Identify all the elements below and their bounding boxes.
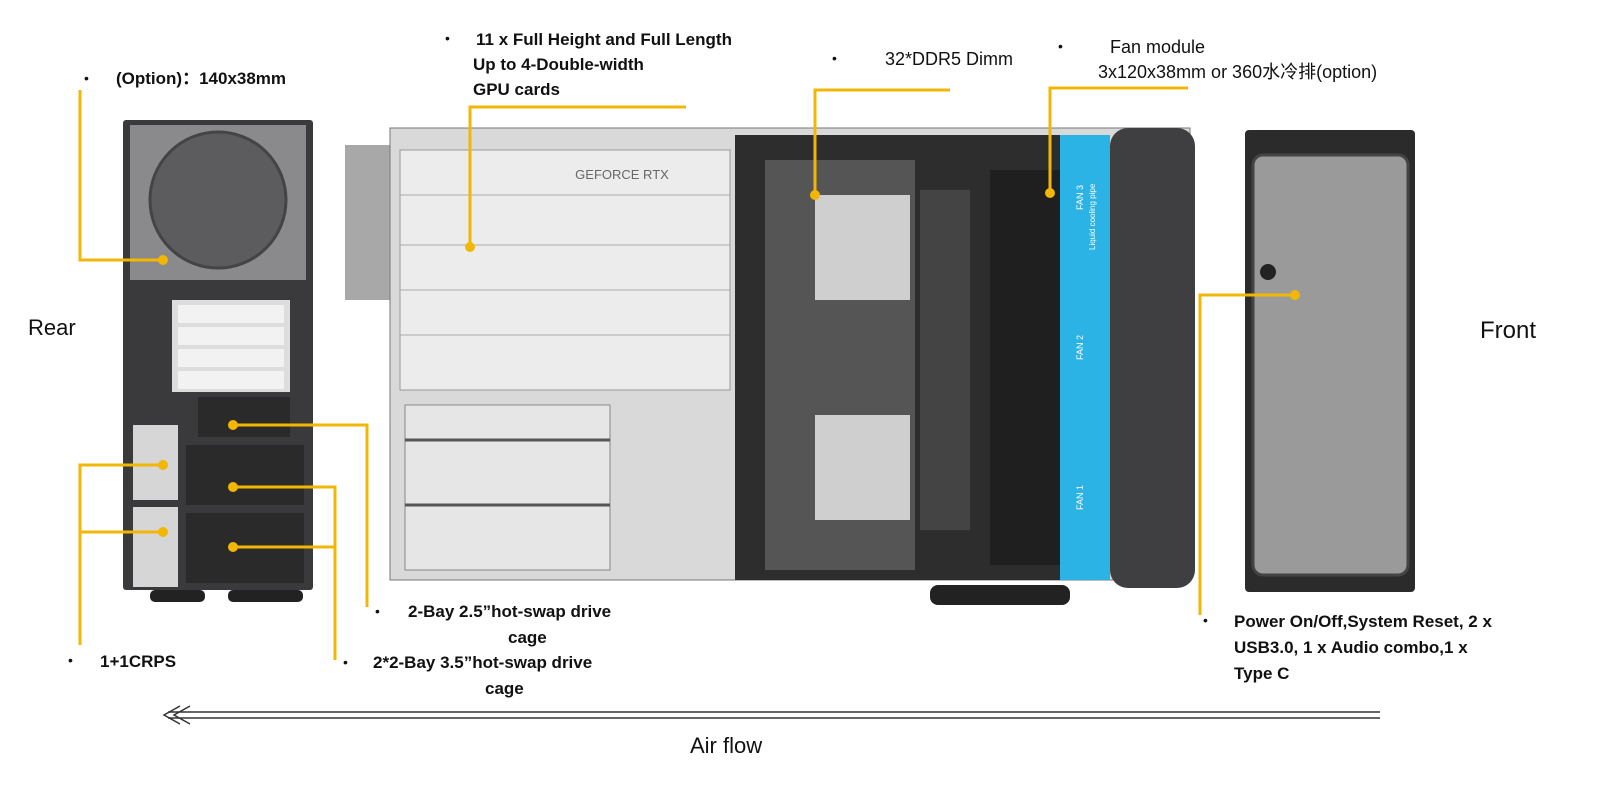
bay35-label-1: 2*2-Bay 3.5”hot-swap drive xyxy=(373,653,593,672)
bay35-label-2: cage xyxy=(485,679,524,698)
gpu-label-3: GPU cards xyxy=(473,80,560,99)
front-io-label-1: Power On/Off,System Reset, 2 x xyxy=(1234,612,1492,631)
callout-dots xyxy=(158,188,1300,552)
bullet: • xyxy=(832,50,837,66)
front-io-label-3: Type C xyxy=(1234,664,1290,683)
fan1-label: FAN 1 xyxy=(1075,484,1085,510)
front-label: Front xyxy=(1480,317,1537,344)
liquid-cooling-label: Liquid cooling pipe xyxy=(1088,183,1097,250)
fan-label-1: Fan module xyxy=(1110,37,1206,57)
dimm-label: 32*DDR5 Dimm xyxy=(885,49,1014,69)
callout-lines xyxy=(78,86,1295,660)
airflow-label: Air flow xyxy=(690,733,763,758)
front-io-label-2: USB3.0, 1 x Audio combo,1 x xyxy=(1234,638,1468,657)
side-chassis xyxy=(345,127,1195,605)
bullet: • xyxy=(343,654,348,670)
gpu-label-1: 11 x Full Height and Full Length xyxy=(476,30,732,49)
rear-chassis xyxy=(123,120,313,602)
bullet: • xyxy=(1058,38,1063,54)
fan-label-2: 3x120x38mm or 360水冷排(option) xyxy=(1098,62,1378,82)
fan3-label: FAN 3 xyxy=(1075,184,1085,210)
gpu-brand: GEFORCE RTX xyxy=(575,167,669,182)
gpu-label-2: Up to 4-Double-width xyxy=(473,55,644,74)
bay25-label-1: 2-Bay 2.5”hot-swap drive xyxy=(408,602,612,621)
bullet: • xyxy=(445,30,450,46)
bullet: • xyxy=(84,70,89,86)
psu-fan-label: (Option)：140x38mm xyxy=(116,69,287,88)
bullet: • xyxy=(68,652,73,668)
rear-label: Rear xyxy=(28,315,76,340)
bay25-label-2: cage xyxy=(508,628,547,647)
bullet: • xyxy=(1203,612,1208,628)
airflow-arrow xyxy=(162,705,1380,725)
front-chassis xyxy=(1245,130,1415,592)
crps-label: 1+1CRPS xyxy=(100,652,177,671)
bullet: • xyxy=(375,603,380,619)
fan2-label: FAN 2 xyxy=(1075,334,1085,360)
